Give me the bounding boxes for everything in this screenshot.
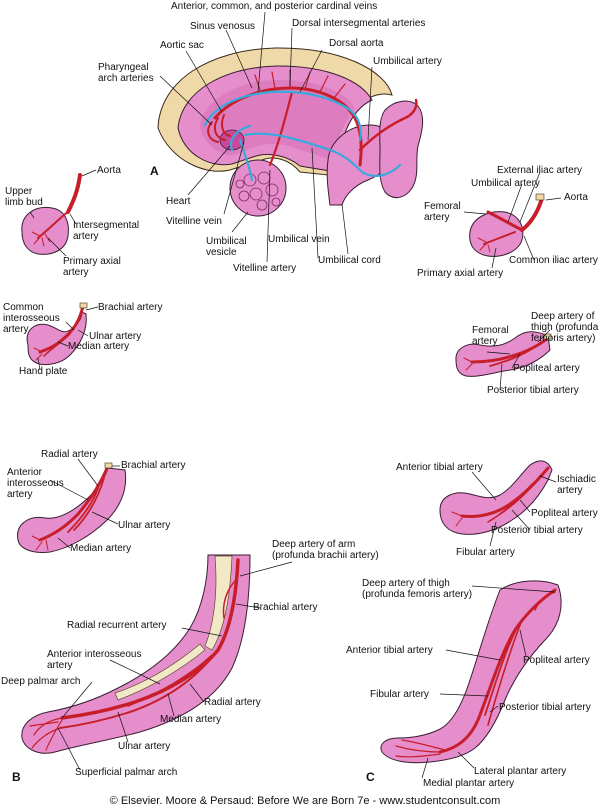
cardinal-veins bbox=[203, 90, 362, 142]
label-dorsal-intersegmental: Dorsal intersegmental arteries bbox=[292, 18, 426, 29]
label-posterior-tibial-final: Posterior tibial artery bbox=[499, 702, 591, 713]
label-fibular-final: Fibular artery bbox=[370, 689, 429, 700]
label-median-s2: Median artery bbox=[70, 543, 132, 554]
label-anterior-tibial-final: Anterior tibial artery bbox=[346, 645, 433, 656]
embryo-drawing bbox=[157, 47, 424, 217]
label-brachial-s1: Brachial artery bbox=[98, 302, 163, 313]
label-umbilical-artery-a: Umbilical artery bbox=[373, 56, 442, 67]
label-sinus-venosus: Sinus venosus bbox=[190, 21, 256, 32]
leg-stage1-drawing bbox=[455, 331, 552, 377]
umbilical-vein-vessel bbox=[243, 132, 402, 178]
label-posterior-tibial-s2: Posterior tibial artery bbox=[491, 525, 583, 536]
arm-stage1-drawing bbox=[26, 302, 88, 366]
label-cardinal-veins: Anterior, common, and posterior cardinal… bbox=[171, 1, 378, 12]
vitelline-vein-vessel bbox=[238, 138, 254, 182]
leg-stage2-drawing bbox=[439, 460, 553, 535]
label-aorta-upper: Aorta bbox=[97, 165, 121, 176]
label-brachial-final: Brachial artery bbox=[253, 602, 318, 613]
label-lateral-plantar: Lateral plantar artery bbox=[474, 766, 567, 777]
upper-limb-bud-drawing bbox=[21, 173, 82, 255]
label-anterior-interosseous-final: Anterior interosseous artery bbox=[47, 649, 142, 671]
label-heart: Heart bbox=[166, 196, 191, 207]
label-popliteal-s2: Popliteal artery bbox=[531, 508, 598, 519]
label-intersegmental-artery: Intersegmental artery bbox=[73, 220, 140, 242]
label-common-iliac: Common iliac artery bbox=[509, 255, 598, 266]
label-anterior-interosseous-s2: Anterior interosseous artery bbox=[7, 467, 64, 500]
label-ulnar-s1: Ulnar artery bbox=[89, 331, 142, 342]
vitelline-artery-vessel bbox=[268, 90, 294, 167]
figure-label-a: A bbox=[150, 164, 159, 178]
label-radial-recurrent: Radial recurrent artery bbox=[67, 620, 167, 631]
label-external-iliac: External iliac artery bbox=[497, 165, 583, 176]
umbilical-artery-vessel bbox=[358, 98, 418, 152]
label-femoral-s1: Femoral artery bbox=[472, 325, 509, 347]
label-umbilical-vesicle: Umbilical vesicle bbox=[206, 236, 247, 258]
label-pharyngeal-arch: Pharyngeal arch arteries bbox=[98, 62, 154, 84]
lower-limb-bud-drawing bbox=[469, 193, 545, 257]
label-ulnar-s2: Ulnar artery bbox=[118, 520, 171, 531]
label-vitelline-artery: Vitelline artery bbox=[233, 263, 297, 274]
label-femoral-lower: Femoral artery bbox=[424, 201, 461, 223]
label-fibular-s2: Fibular artery bbox=[456, 547, 515, 558]
label-radial-s2: Radial artery bbox=[41, 449, 98, 460]
label-umbilical-vein: Umbilical vein bbox=[268, 234, 330, 245]
label-aortic-sac: Aortic sac bbox=[160, 40, 204, 51]
label-vitelline-vein: Vitelline vein bbox=[166, 216, 222, 227]
label-umbilical-cord: Umbilical cord bbox=[318, 255, 381, 266]
label-primary-axial-lower: Primary axial artery bbox=[417, 268, 504, 279]
label-umbilical-artery-lower: Umbilical artery bbox=[471, 178, 540, 189]
label-hand-plate: Hand plate bbox=[19, 366, 68, 377]
copyright-credit: © Elsevier. Moore & Persaud: Before We a… bbox=[109, 795, 501, 807]
leg-final-drawing bbox=[380, 580, 562, 764]
label-deep-thigh-final: Deep artery of thigh (profunda femoris a… bbox=[362, 578, 473, 600]
label-popliteal-s1: Popliteal artery bbox=[513, 363, 580, 374]
label-aorta-lower: Aorta bbox=[564, 192, 588, 203]
label-deep-arm: Deep artery of arm (profunda brachii art… bbox=[272, 539, 379, 561]
label-radial-final: Radial artery bbox=[204, 697, 261, 708]
arm-stage2-drawing bbox=[17, 462, 127, 553]
label-common-interosseous: Common interosseous artery bbox=[3, 302, 60, 335]
label-dorsal-aorta: Dorsal aorta bbox=[329, 38, 384, 49]
figure-label-b: B bbox=[12, 770, 21, 784]
chorionic-villi bbox=[379, 100, 424, 198]
label-brachial-s2: Brachial artery bbox=[121, 460, 186, 471]
label-popliteal-final: Popliteal artery bbox=[523, 655, 590, 666]
arm-final-drawing bbox=[21, 554, 251, 754]
label-superficial-palmar-arch: Superficial palmar arch bbox=[75, 767, 178, 778]
label-median-s1: Median artery bbox=[68, 341, 130, 352]
figure-label-c: C bbox=[366, 770, 375, 784]
label-deep-palmar-arch: Deep palmar arch bbox=[1, 676, 81, 687]
label-primary-axial-upper: Primary axial artery bbox=[63, 256, 121, 278]
label-anterior-tibial-s2: Anterior tibial artery bbox=[396, 462, 483, 473]
embryo-leaders bbox=[159, 11, 373, 263]
label-medial-plantar: Medial plantar artery bbox=[423, 778, 515, 789]
label-upper-limb-bud: Upper limb bud bbox=[5, 186, 43, 208]
label-ulnar-final: Ulnar artery bbox=[118, 741, 171, 752]
label-median-final: Median artery bbox=[160, 714, 222, 725]
label-ischiadic: Ischiadic artery bbox=[557, 474, 596, 496]
label-deep-thigh-s1: Deep artery of thigh (profunda femoris a… bbox=[531, 311, 599, 344]
label-posterior-tibial-s1: Posterior tibial artery bbox=[487, 385, 579, 396]
